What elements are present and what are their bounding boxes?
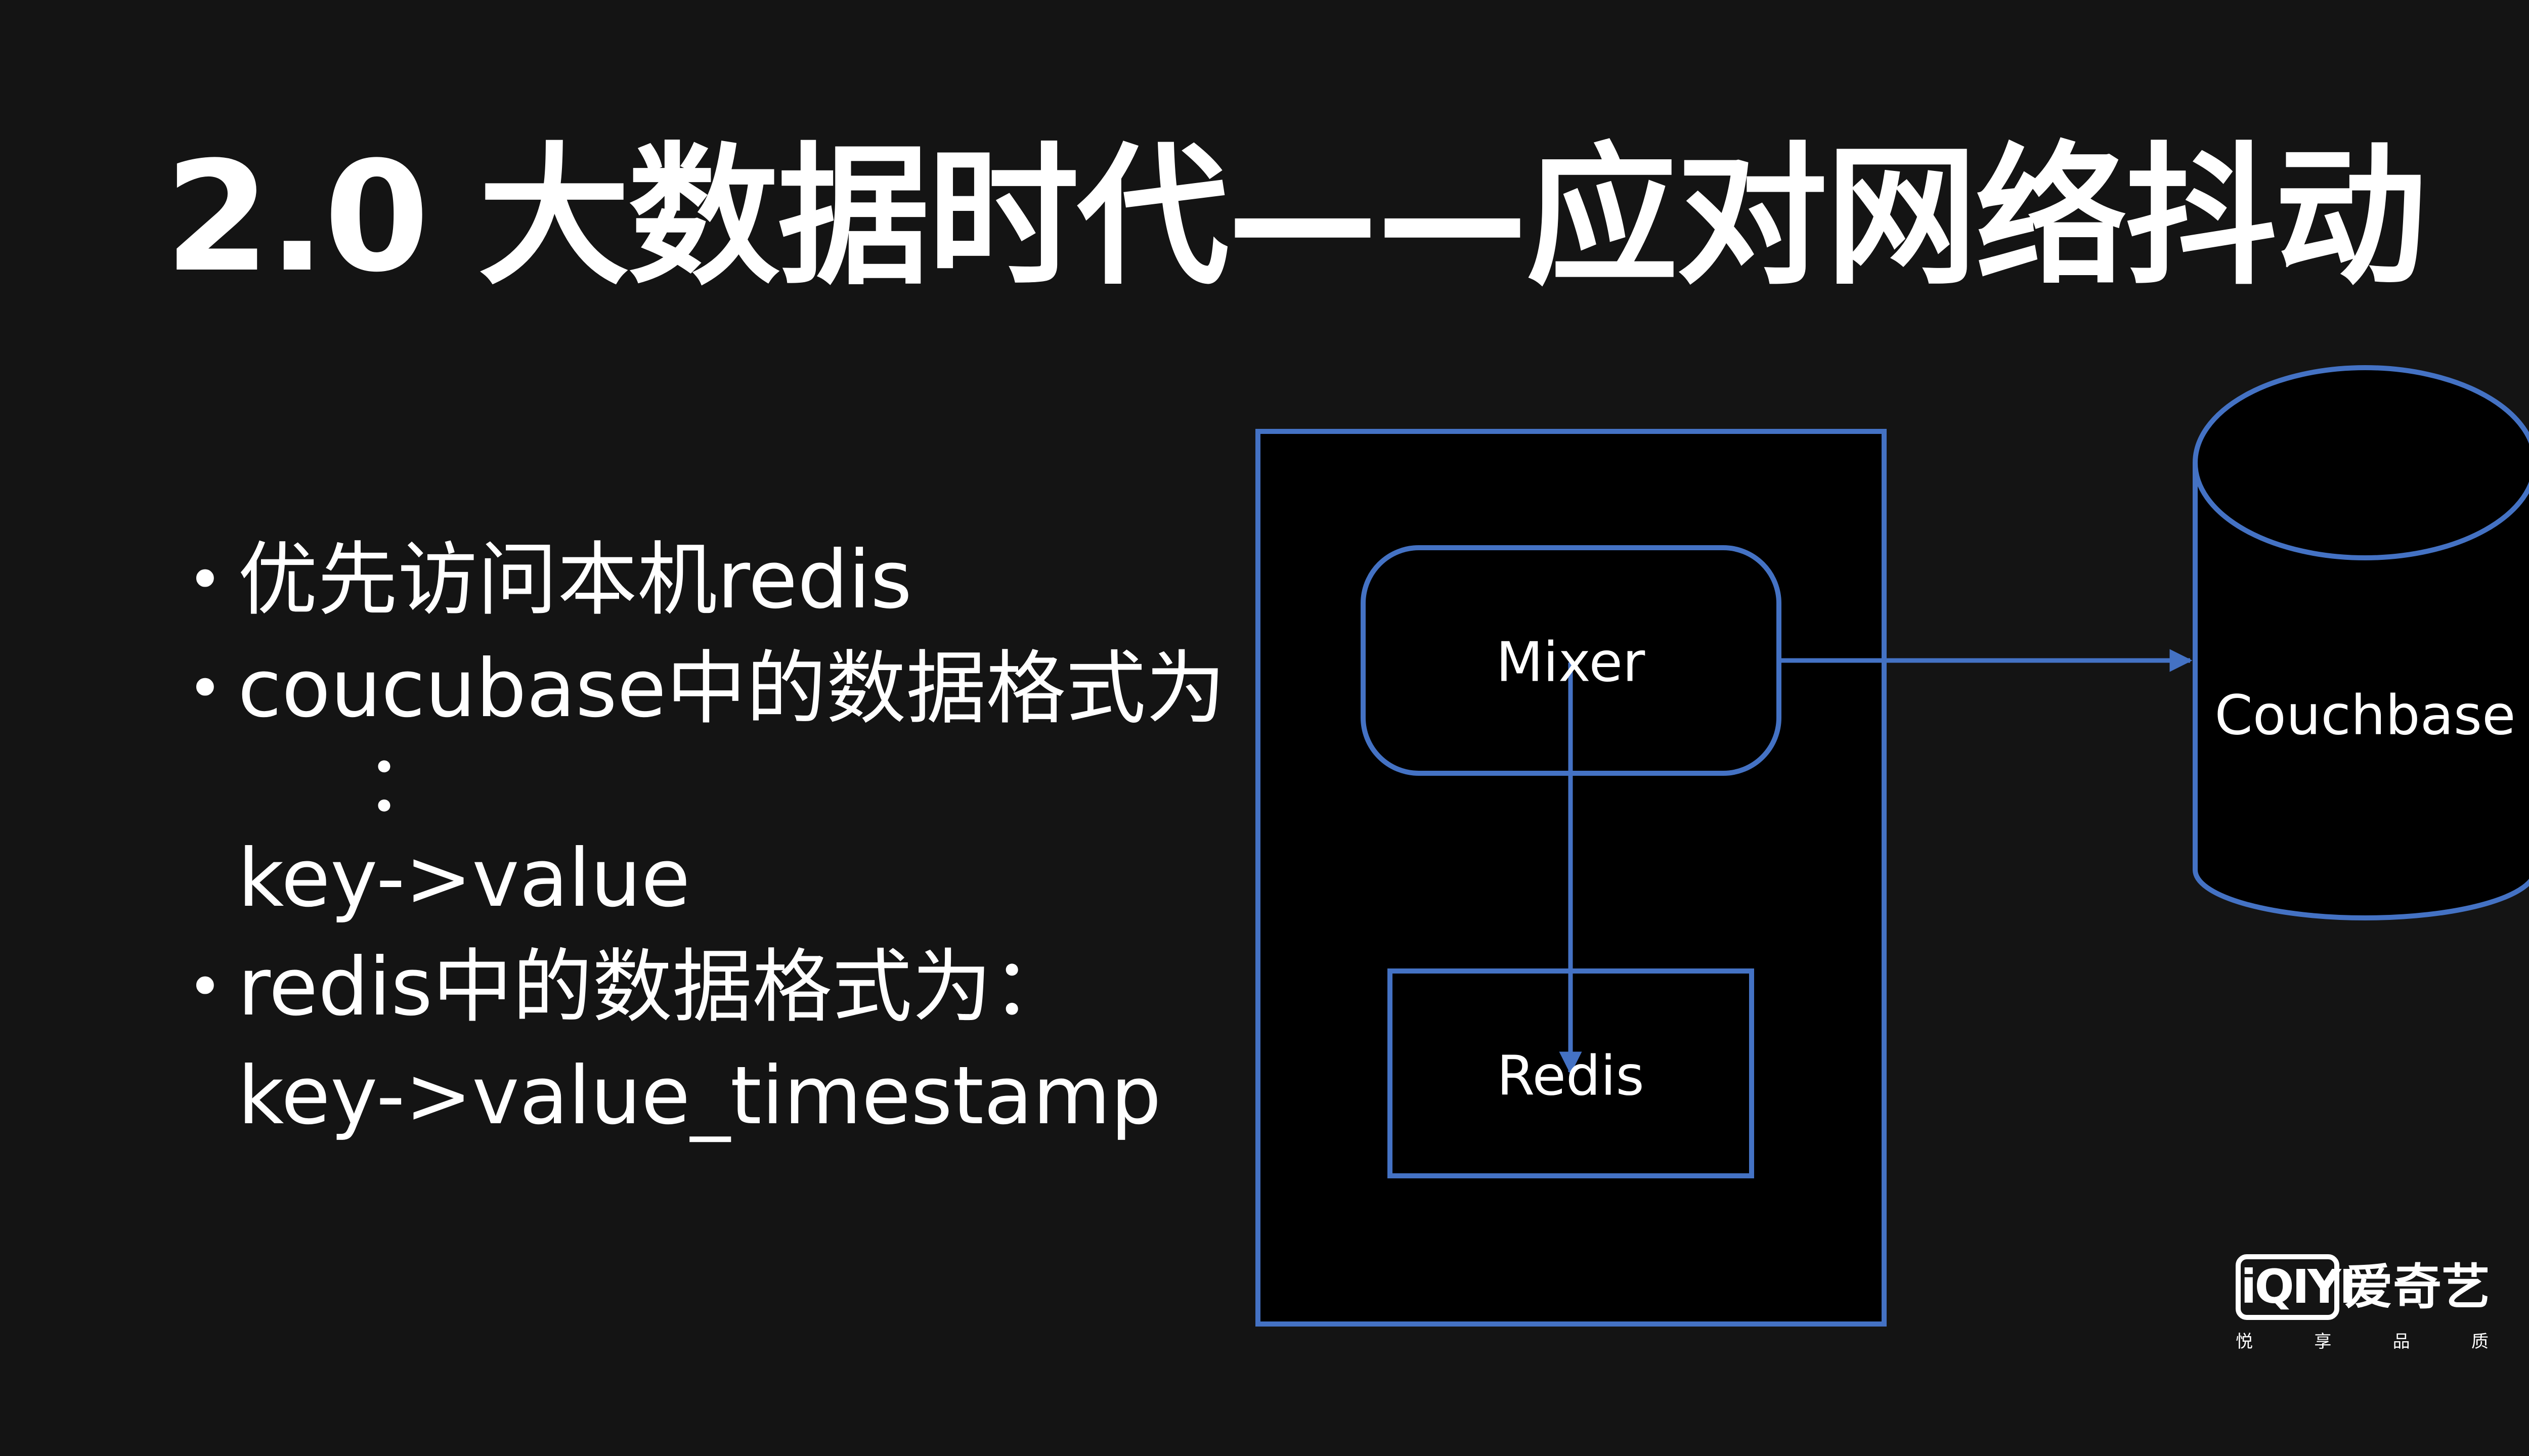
bullet-continuation: ： — [364, 737, 444, 830]
iqiyi-logo-mark: iQIYI — [2236, 1254, 2357, 1320]
bullet-list: • 优先访问本机redis • coucubase中的数据格式为 ： key->… — [182, 526, 1226, 1151]
bullet-continuation: key->value_timestamp — [238, 1049, 1162, 1142]
bullet-continuation: key->value — [238, 832, 690, 925]
bullet-item: • redis中的数据格式为： — [182, 933, 1226, 1042]
bullet-text: coucubase中的数据格式为 — [238, 642, 1226, 735]
mixer-label: Mixer — [1496, 631, 1645, 694]
iqiyi-logo-slogan: 悦 享 品 质 — [2236, 1328, 2489, 1352]
couchbase-label: Couchbase — [2214, 684, 2516, 747]
bullet-dot: • — [187, 654, 223, 724]
bullet-text: 优先访问本机redis — [238, 534, 912, 627]
slogan-char: 悦 — [2236, 1332, 2253, 1352]
iqiyi-logo: iQIYI 爱奇艺 悦 享 品 质 — [2236, 1244, 2490, 1360]
bullet-text: redis中的数据格式为： — [238, 941, 1072, 1034]
bullet-item: • coucubase中的数据格式为 — [182, 635, 1226, 743]
couchbase-cylinder-body — [2193, 463, 2529, 920]
slogan-char: 品 — [2392, 1332, 2410, 1352]
bullet-item: • 优先访问本机redis — [182, 526, 1226, 635]
redis-label: Redis — [1497, 1044, 1644, 1108]
slogan-char: 质 — [2471, 1332, 2489, 1352]
couchbase-cylinder-top — [2193, 365, 2529, 560]
bullet-dot: • — [187, 952, 223, 1023]
slogan-char: 享 — [2314, 1332, 2332, 1352]
iqiyi-logo-name: 爱奇艺 — [2344, 1259, 2490, 1315]
slide-title: 2.0 大数据时代——应对网络抖动 — [164, 129, 2427, 305]
bullet-dot: • — [187, 545, 223, 615]
